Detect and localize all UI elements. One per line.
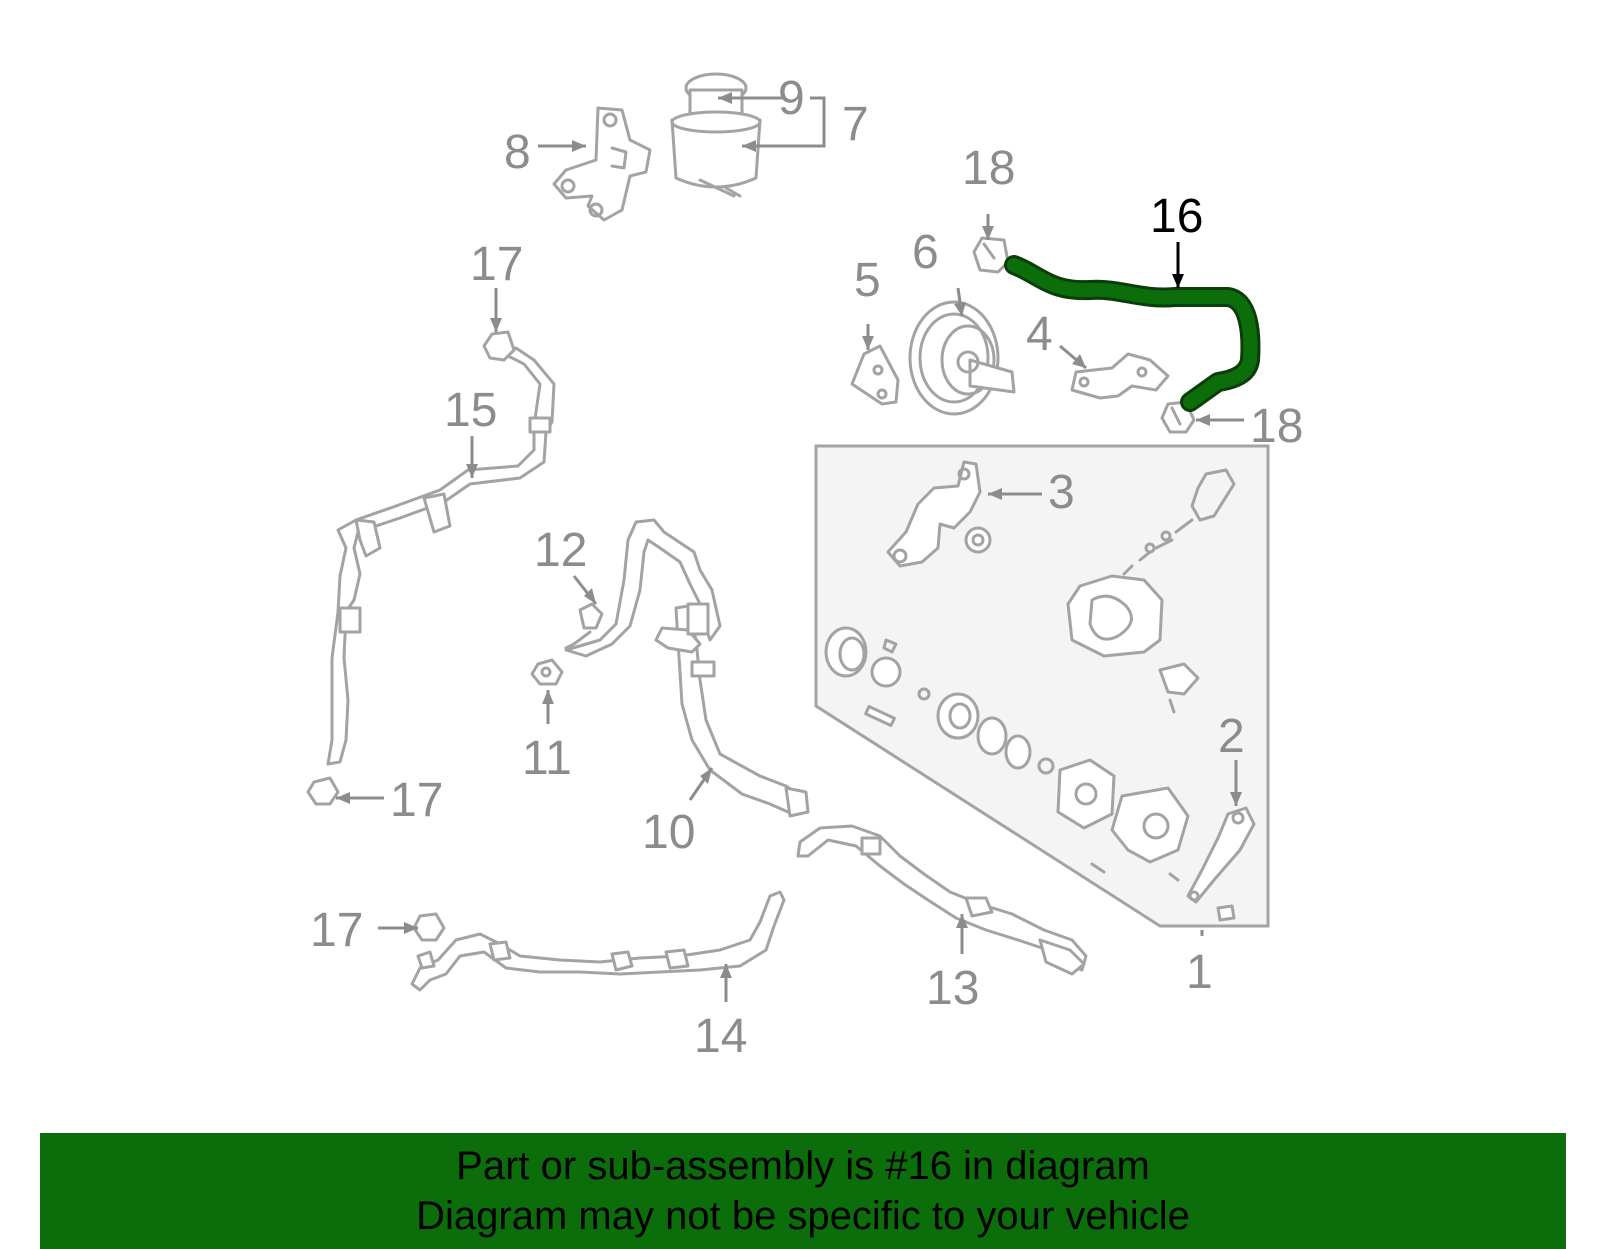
small-bracket-part[interactable] <box>850 344 900 406</box>
leader-arrowheads <box>336 92 1242 978</box>
callout-8[interactable]: 8 <box>504 126 531 179</box>
banner-line-part-number: Part or sub-assembly is #16 in diagram <box>456 1144 1150 1188</box>
pump-internal-parts <box>824 626 1200 882</box>
nut-part[interactable] <box>530 658 564 686</box>
callout-7[interactable]: 7 <box>842 98 869 151</box>
callout-3[interactable]: 3 <box>1048 466 1075 519</box>
callout-13[interactable]: 13 <box>926 962 979 1015</box>
callout-18[interactable]: 18 <box>1250 400 1303 453</box>
callout-17[interactable]: 17 <box>390 774 443 827</box>
fitting-part[interactable] <box>564 602 604 650</box>
highlight-arrowhead <box>1172 274 1184 288</box>
reservoir-bracket-part[interactable] <box>552 106 652 222</box>
callout-16[interactable]: 16 <box>1150 190 1203 243</box>
callout-2[interactable]: 2 <box>1218 710 1245 763</box>
pressure-hose-part[interactable] <box>326 346 556 766</box>
return-line-part[interactable] <box>796 824 1088 976</box>
callout-11[interactable]: 11 <box>522 732 572 785</box>
pump-bracket-part[interactable] <box>1070 352 1170 400</box>
callout-18[interactable]: 18 <box>962 142 1015 195</box>
hose-clamp-part[interactable] <box>482 330 516 362</box>
callout-labels: 1 2 3 4 5 6 7 8 9 10 11 12 13 14 15 16 1… <box>310 72 1303 1063</box>
mount-bracket-part[interactable] <box>886 460 992 568</box>
callout-4[interactable]: 4 <box>1026 308 1053 361</box>
return-hose-part-highlighted[interactable] <box>1004 255 1261 412</box>
hose-clamp-part[interactable] <box>412 912 446 942</box>
suction-line-part[interactable] <box>410 890 786 992</box>
callout-6[interactable]: 6 <box>912 226 939 279</box>
banner-line-disclaimer: Diagram may not be specific to your vehi… <box>416 1194 1190 1238</box>
callout-1[interactable]: 1 <box>1186 946 1213 999</box>
callout-10[interactable]: 10 <box>642 806 695 859</box>
callout-17[interactable]: 17 <box>310 904 363 957</box>
callout-15[interactable]: 15 <box>444 384 497 437</box>
callout-14[interactable]: 14 <box>694 1010 747 1063</box>
reservoir-part[interactable] <box>670 72 762 198</box>
hose-clamp-part[interactable] <box>306 776 340 806</box>
hose-clamp-part[interactable] <box>972 236 1010 274</box>
pulley-part[interactable] <box>908 300 1016 416</box>
high-pressure-line-part[interactable] <box>564 518 810 818</box>
callout-9[interactable]: 9 <box>778 72 805 125</box>
pump-body-part[interactable] <box>1066 468 1236 658</box>
callout-17[interactable]: 17 <box>470 238 523 291</box>
callout-5[interactable]: 5 <box>854 254 881 307</box>
diagram-note-banner: Part or sub-assembly is #16 in diagram D… <box>40 1133 1566 1249</box>
lower-bracket-part[interactable] <box>1186 806 1256 922</box>
callout-12[interactable]: 12 <box>534 524 587 577</box>
parts-diagram: 1 2 3 4 5 6 7 8 9 10 11 12 13 14 15 16 1… <box>306 72 1303 1063</box>
